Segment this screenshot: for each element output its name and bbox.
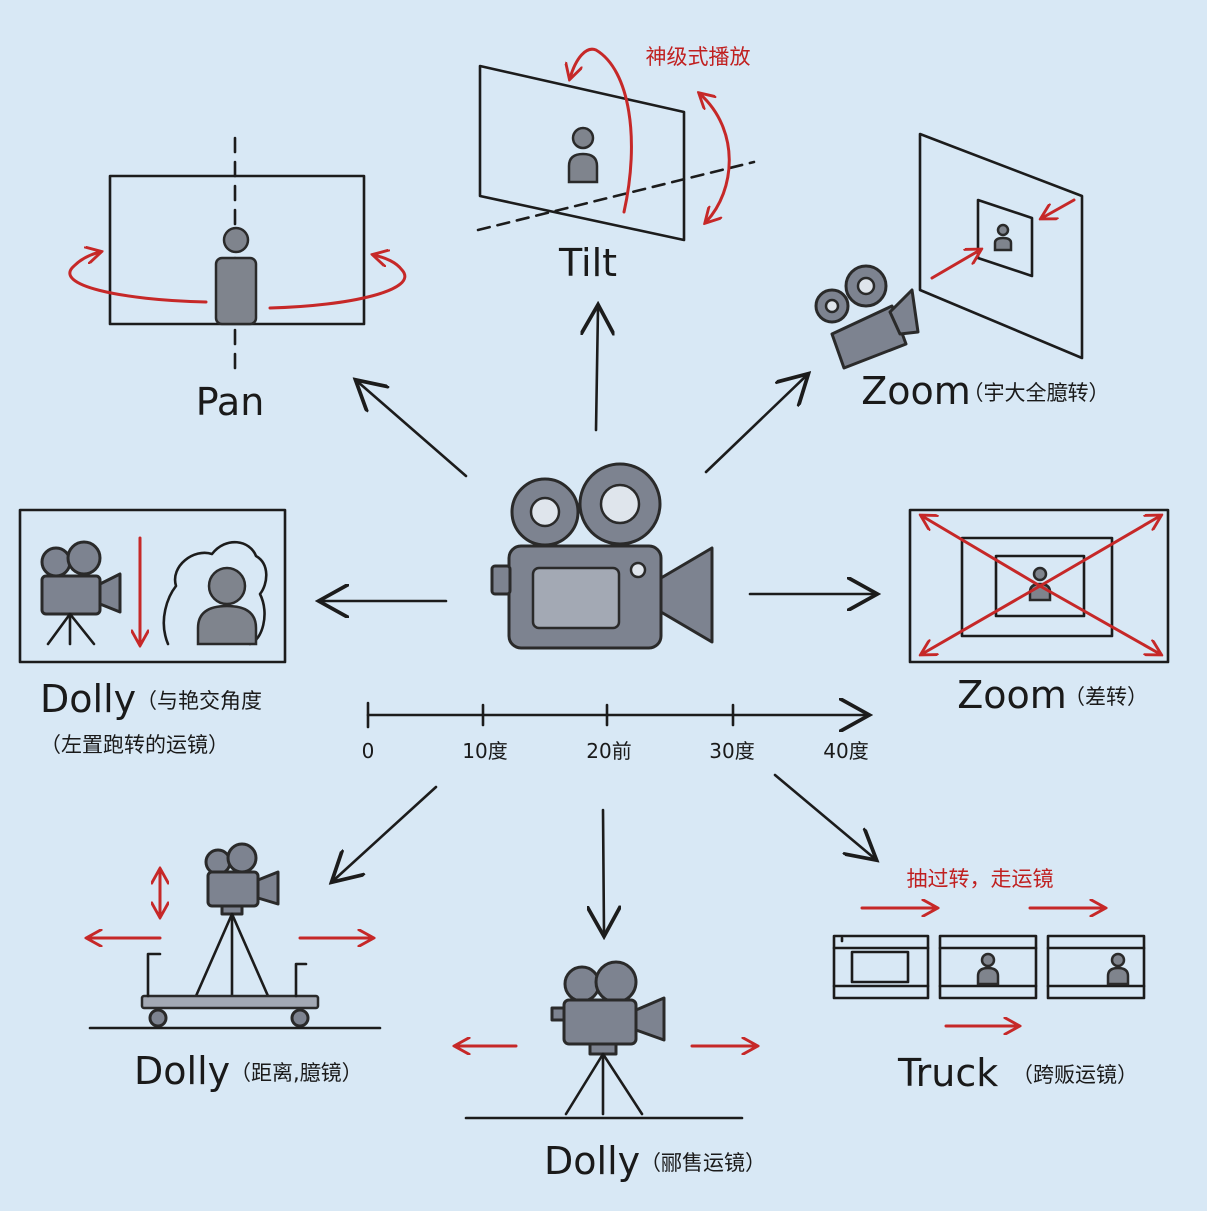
timeline-tick-label: 40度 [823, 739, 868, 763]
pan-panel: Pan [68, 136, 407, 424]
dolly-bottom-left-note: （距离,臆镜） [230, 1061, 363, 1085]
dolly-bottom-label: Dolly [544, 1139, 640, 1183]
movie-camera-icon [814, 264, 920, 370]
pan-label: Pan [196, 380, 265, 424]
truck-panel: 抽过转，走运镜 T [832, 867, 1146, 1095]
dolly-left-note-2: （左置跑转的运镜） [40, 733, 229, 757]
film-strip-icon [1046, 934, 1146, 1000]
dolly-bottom-left-label: Dolly [134, 1049, 230, 1093]
center-movie-camera-icon [490, 462, 714, 650]
truck-note: （跨贩运镜） [1012, 1063, 1138, 1087]
movie-camera-icon [40, 540, 122, 616]
person-icon [214, 226, 258, 326]
movie-camera-icon [204, 842, 280, 908]
timeline-tick-label: 0 [362, 739, 375, 763]
person-icon [976, 952, 1000, 986]
tilt-panel: 神级式播放 Tilt [476, 45, 756, 285]
zoom-top-label: Zoom [861, 369, 971, 413]
truck-red-note: 抽过转，走运镜 [907, 867, 1054, 891]
dolly-left-label: Dolly [40, 677, 136, 721]
dolly-left-panel: Dolly （与艳交角度 （左置跑转的运镜） [18, 508, 287, 757]
tripod-icon [564, 1042, 644, 1116]
person-icon [1028, 566, 1052, 602]
person-icon [993, 223, 1013, 252]
zoom-right-panel: Zoom （差转） [908, 508, 1170, 717]
radial-arrows [322, 308, 874, 933]
person-icon [196, 566, 258, 646]
tilt-label: Tilt [558, 241, 617, 285]
truck-label: Truck [897, 1051, 998, 1095]
film-strip-icon [832, 934, 930, 1000]
dolly-bottom-note: （郦售运镜） [640, 1151, 766, 1175]
timeline-tick-label: 10度 [462, 739, 507, 763]
movie-camera-icon [550, 960, 666, 1046]
tripod-icon [194, 904, 270, 998]
timeline-tick-label: 20前 [586, 739, 631, 763]
person-icon [567, 126, 599, 184]
zoom-right-label: Zoom [957, 673, 1067, 717]
zoom-top-note: （宇大全臆转） [963, 381, 1110, 405]
timeline-axis: 0 10度 20前 30度 40度 [362, 703, 869, 763]
dolly-bottom-left-panel: Dolly （距离,臆镜） [88, 842, 382, 1093]
zoom-right-note: （差转） [1064, 685, 1148, 709]
film-strip-icon [938, 934, 1038, 1000]
person-icon [1106, 952, 1130, 986]
timeline-tick-label: 30度 [709, 739, 754, 763]
dolly-bottom-panel: Dolly （郦售运镜） [456, 960, 766, 1183]
tripod-icon [46, 612, 96, 646]
tilt-note: 神级式播放 [646, 45, 751, 69]
dolly-left-note-1: （与艳交角度 [136, 689, 262, 713]
zoom-top-panel: Zoom （宇大全臆转） [814, 132, 1110, 413]
